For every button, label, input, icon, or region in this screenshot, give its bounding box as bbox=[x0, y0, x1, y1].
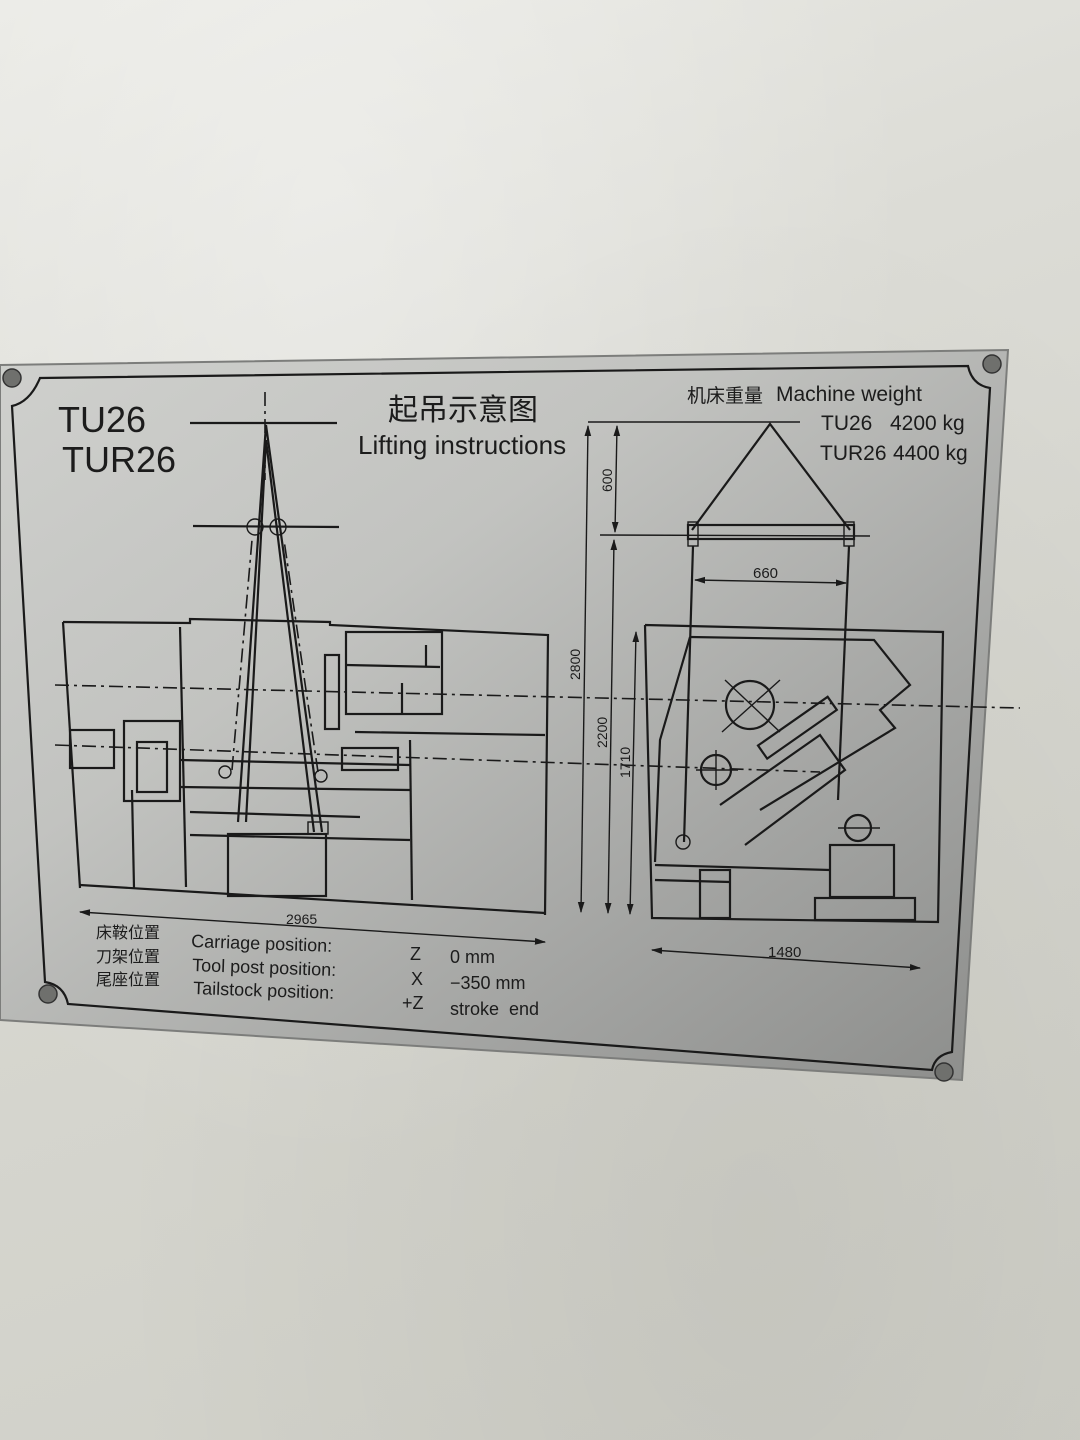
weight-label-chinese: 机床重量 bbox=[687, 385, 763, 407]
tailstock-axis: +Z bbox=[402, 993, 424, 1013]
weight-model-tur26: TUR26 bbox=[820, 442, 887, 465]
carriage-label-en: Carriage position: bbox=[191, 931, 333, 956]
model-name-tu26: TU26 bbox=[58, 399, 146, 440]
title-english: Lifting instructions bbox=[358, 430, 566, 460]
weight-value-tur26: 4400 kg bbox=[893, 442, 968, 465]
dimension-machine-height: 1710 bbox=[617, 747, 633, 778]
position-notes: 床鞍位置 Carriage position: Z 0 mm 刀架位置 Tool… bbox=[96, 924, 539, 1019]
carriage-axis: Z bbox=[410, 944, 421, 964]
model-name-tur26: TUR26 bbox=[62, 439, 176, 480]
screw-icon bbox=[38, 984, 58, 1004]
tailstock-label-en: Tailstock position: bbox=[193, 978, 335, 1003]
front-view-drawing: 2965 bbox=[54, 392, 1021, 945]
carriage-position-row: 床鞍位置 Carriage position: Z 0 mm bbox=[96, 924, 495, 967]
screw-icon bbox=[982, 354, 1002, 374]
side-view-drawing: 660 1480 bbox=[643, 422, 945, 971]
weight-label-english: Machine weight bbox=[776, 383, 922, 406]
carriage-label-cn: 床鞍位置 bbox=[96, 924, 160, 942]
title-chinese: 起吊示意图 bbox=[388, 394, 538, 427]
plate-body bbox=[0, 348, 1010, 1082]
height-dimensions: 600 2800 2200 1710 bbox=[567, 421, 871, 916]
tool-post-value: −350 mm bbox=[450, 973, 526, 993]
tailstock-label-cn: 尾座位置 bbox=[96, 971, 160, 989]
tailstock-value: stroke end bbox=[450, 999, 539, 1019]
dimension-sling-height: 600 bbox=[599, 468, 615, 492]
dimension-beam-spacing: 660 bbox=[753, 565, 778, 582]
dimension-total-height: 2800 bbox=[567, 649, 583, 680]
carriage-value: 0 mm bbox=[450, 947, 495, 967]
weight-value-tu26: 4200 kg bbox=[890, 412, 965, 435]
tailstock-position-row: 尾座位置 Tailstock position: +Z stroke end bbox=[96, 971, 539, 1019]
screw-icon bbox=[2, 368, 22, 388]
tool-post-position-row: 刀架位置 Tool post position: X −350 mm bbox=[96, 948, 526, 993]
screw-icon bbox=[934, 1062, 954, 1082]
dimension-width: 1480 bbox=[768, 944, 801, 961]
screw-icons bbox=[2, 354, 1002, 1082]
tool-post-label-cn: 刀架位置 bbox=[96, 948, 160, 966]
dimension-beam-height: 2200 bbox=[594, 717, 610, 748]
tool-post-axis: X bbox=[411, 969, 423, 989]
weight-model-tu26: TU26 bbox=[821, 412, 872, 435]
dimension-length: 2965 bbox=[286, 911, 317, 927]
